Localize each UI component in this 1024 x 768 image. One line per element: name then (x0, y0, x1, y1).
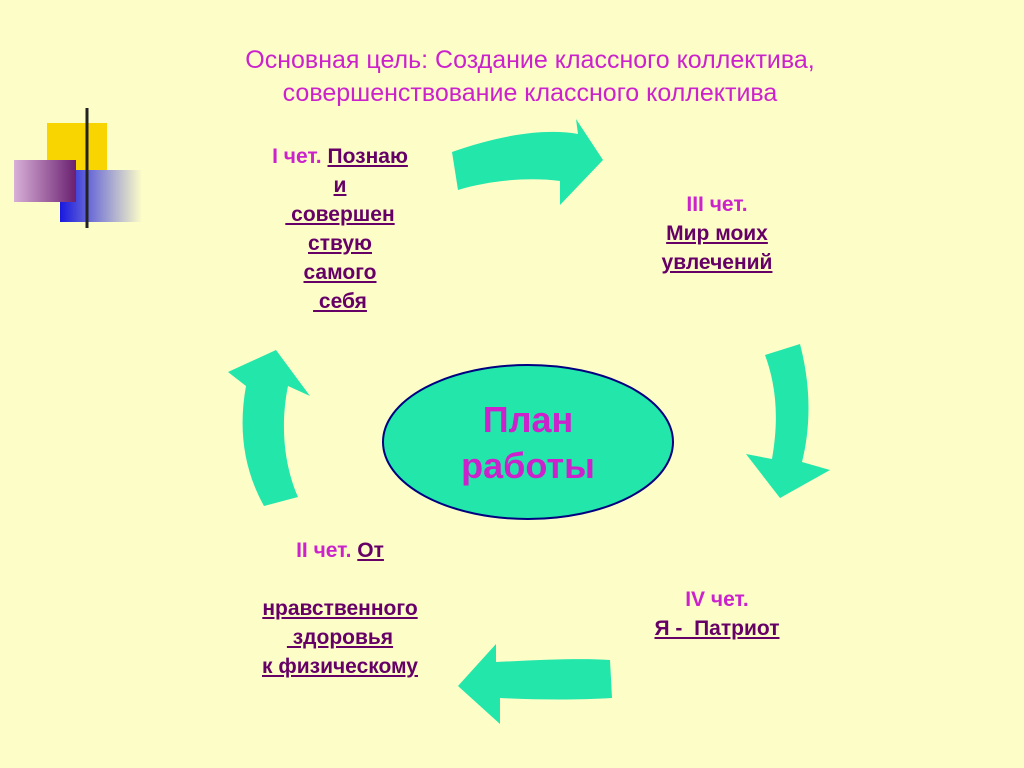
arrow-top-right (452, 119, 603, 205)
quarter-1-label: I чет. (272, 145, 322, 168)
quarter-1-link-1[interactable]: и (333, 174, 347, 197)
center-line-1: План (482, 399, 574, 440)
quarter-2-link-0[interactable]: нравственного (262, 597, 418, 620)
quarter-2-link-2[interactable]: к физическому (262, 655, 418, 678)
arrow-left-up (228, 350, 310, 506)
quarter-1-link-5[interactable]: себя (313, 290, 367, 313)
quarter-2-link-1[interactable]: здоровья (286, 626, 394, 649)
arrow-right-down (746, 344, 830, 498)
quarter-1-link-2[interactable]: совершен (285, 203, 395, 226)
corner-decoration (14, 108, 1024, 228)
title-line-1: Основная цель: Создание классного коллек… (245, 46, 815, 74)
quarter-4-link-0[interactable]: Я - Патриот (654, 617, 780, 640)
quarter-4-block: IV чет. Я - Патриот (617, 585, 817, 643)
quarter-3-link-0[interactable]: Мир моих (666, 222, 768, 245)
quarter-2-block: II чет. От нравственного здоровья к физи… (220, 536, 460, 681)
quarter-1-link-4[interactable]: самого (303, 261, 377, 284)
quarter-2-link-first[interactable]: От (357, 539, 384, 562)
quarter-3-block: III чет. Мир моих увлечений (617, 190, 817, 277)
arrow-bottom-left (458, 644, 612, 724)
quarter-1-first-line: I чет. Познаю (230, 142, 450, 171)
quarter-1-link-0[interactable]: Познаю (327, 145, 408, 168)
center-label: План работы (383, 365, 673, 521)
center-ellipse (382, 364, 674, 520)
quarter-3-label: III чет. (686, 193, 748, 216)
center-line-2: работы (461, 445, 595, 486)
quarter-1-link-3[interactable]: ствую (308, 232, 372, 255)
quarter-2-first-line: II чет. От (220, 536, 460, 565)
page-title: Основная цель: Создание классного коллек… (0, 44, 1024, 110)
quarter-2-label: II чет. (296, 539, 352, 562)
quarter-1-block: I чет. Познаю и совершен ствую самого се… (230, 142, 450, 316)
title-line-2: совершенствование классного коллектива (282, 79, 778, 107)
quarter-4-label: IV чет. (685, 588, 749, 611)
quarter-3-link-1[interactable]: увлечений (661, 251, 773, 274)
quarter-2-spacer (220, 565, 460, 594)
